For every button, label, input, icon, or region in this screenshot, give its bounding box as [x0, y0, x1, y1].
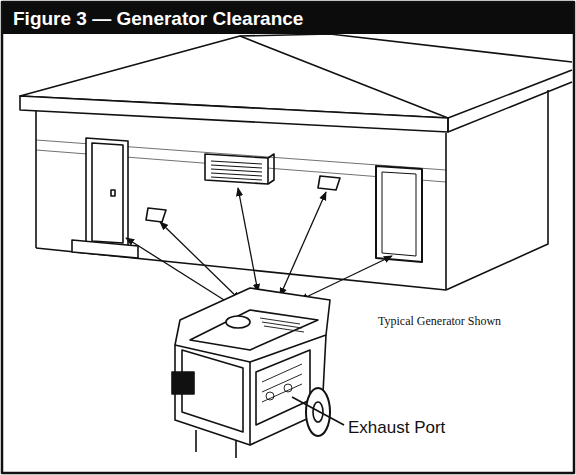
- generator: [172, 288, 330, 458]
- note-label: Typical Generator Shown: [378, 314, 501, 329]
- clearance-arrow: [126, 188, 392, 305]
- window: [376, 166, 422, 262]
- part-label: Exhaust Port: [348, 418, 445, 438]
- roof: [20, 34, 572, 132]
- small-vent: [146, 208, 166, 222]
- small-vent: [318, 176, 340, 190]
- house-wall: [36, 90, 548, 290]
- leader-line: [292, 397, 344, 425]
- figure-title: Figure 3 — Generator Clearance: [3, 3, 573, 30]
- title-bar: Figure 3 — Generator Clearance: [3, 3, 573, 34]
- wall-vent: [205, 154, 274, 184]
